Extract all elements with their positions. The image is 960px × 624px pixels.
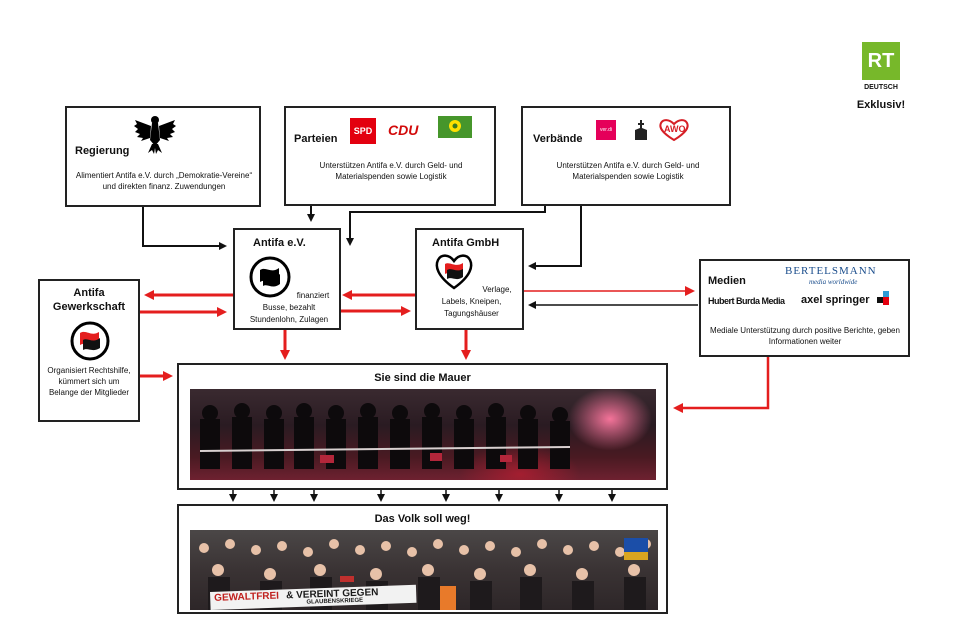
box-gewerkschaft: Antifa Gewerkschaft Organisiert Rechtshi… bbox=[38, 279, 140, 422]
volk-photo: GEWALTFREI & VEREINT GEGEN GLAUBENSKRIEG… bbox=[190, 530, 658, 610]
rt-logo-text: RT bbox=[867, 50, 895, 72]
federal-eagle-icon bbox=[134, 116, 176, 154]
medien-title: Medien bbox=[708, 275, 746, 287]
antifa-gmbh-text1: Verlage, bbox=[482, 285, 512, 294]
box-parteien: Parteien SPD CDU Unterstützen Antifa e.V… bbox=[284, 106, 496, 206]
springer-logo: axel springer bbox=[801, 294, 870, 306]
gewerkschaft-text: Organisiert Rechtshilfe, kümmert sich um… bbox=[47, 366, 131, 397]
regierung-text: Alimentiert Antifa e.V. durch „Demokrati… bbox=[75, 171, 253, 191]
volk-title: Das Volk soll weg! bbox=[374, 513, 471, 525]
medien-text: Mediale Unterstützung durch positive Ber… bbox=[710, 326, 900, 346]
mauer-photo bbox=[190, 389, 656, 480]
antifa-gmbh-text3: Tagungshäuser bbox=[444, 309, 499, 318]
church-icon bbox=[635, 120, 647, 140]
box-volk: Das Volk soll weg! GEWALTFREI bbox=[177, 504, 668, 614]
awo-heart-icon bbox=[659, 119, 689, 142]
springer-squares-icon bbox=[877, 291, 889, 305]
antifa-ev-text2: Busse, bezahlt bbox=[262, 303, 316, 312]
gewerkschaft-title1: Antifa bbox=[73, 287, 105, 299]
box-medien: Medien BERTELSMANN media worldwide Huber… bbox=[699, 259, 910, 357]
rt-logo: RT bbox=[862, 42, 900, 80]
parteien-text: Unterstützen Antifa e.V. durch Geld- und… bbox=[319, 161, 463, 181]
arrow-verbaende-to-antifa-ev bbox=[346, 206, 546, 246]
verdi-logo: ver.di bbox=[596, 120, 616, 140]
bertelsmann-logo: BERTELSMANN bbox=[785, 265, 877, 277]
rt-sub: DEUTSCH bbox=[864, 84, 898, 91]
antifa-ev-text3: Stundenlohn, Zulagen bbox=[249, 315, 329, 324]
antifa-flag-icon-black bbox=[249, 256, 291, 298]
bertelsmann-sub: media worldwide bbox=[809, 278, 858, 286]
volk-banner-text1: GEWALTFREI bbox=[214, 590, 280, 604]
volk-banner-text3: GLAUBENSKRIEGE bbox=[306, 597, 364, 606]
antifa-heart-icon bbox=[435, 254, 473, 290]
arrow-regierung-to-antifa-ev bbox=[142, 207, 227, 250]
arrows-mauer-to-volk bbox=[229, 490, 616, 502]
sunflower-icon bbox=[449, 120, 461, 132]
burda-logo: Hubert Burda Media bbox=[708, 296, 785, 306]
arrow-medien-to-mauer bbox=[673, 357, 770, 413]
verbaende-text: Unterstützen Antifa e.V. durch Geld- und… bbox=[556, 161, 700, 181]
gewerkschaft-title2: Gewerkschaft bbox=[52, 301, 126, 313]
verbaende-title: Verbände bbox=[533, 133, 583, 145]
box-antifa-gmbh: Antifa GmbH Verlage, Labels, Kneipen, Ta… bbox=[415, 228, 524, 330]
rt-exclusive: Exklusiv! bbox=[856, 99, 906, 111]
mauer-title: Sie sind die Mauer bbox=[374, 372, 471, 384]
crowd-silhouettes bbox=[199, 403, 571, 469]
antifa-ev-title: Antifa e.V. bbox=[253, 237, 306, 249]
box-verbaende: Verbände ver.di AWO Unterstützen Antifa … bbox=[521, 106, 731, 206]
regierung-title: Regierung bbox=[75, 145, 130, 157]
antifa-flag-icon-red bbox=[70, 321, 110, 361]
box-antifa-ev: Antifa e.V. finanziert Busse, bezahlt St… bbox=[233, 228, 341, 330]
gruene-logo bbox=[438, 116, 472, 138]
cdu-logo: CDU bbox=[388, 122, 419, 138]
antifa-gmbh-text2: Labels, Kneipen, bbox=[441, 297, 502, 306]
awo-logo: AWO bbox=[657, 118, 691, 142]
antifa-gmbh-title: Antifa GmbH bbox=[432, 237, 500, 249]
arrow-verbaende-to-antifa-gmbh bbox=[528, 206, 582, 270]
spd-logo: SPD bbox=[350, 118, 376, 144]
box-mauer: Sie sind die Mauer bbox=[177, 363, 668, 490]
parteien-title: Parteien bbox=[294, 133, 338, 145]
box-regierung: Regierung Alimentiert Antifa e.V. durch … bbox=[65, 106, 261, 207]
antifa-ev-text1: finanziert bbox=[296, 291, 330, 300]
